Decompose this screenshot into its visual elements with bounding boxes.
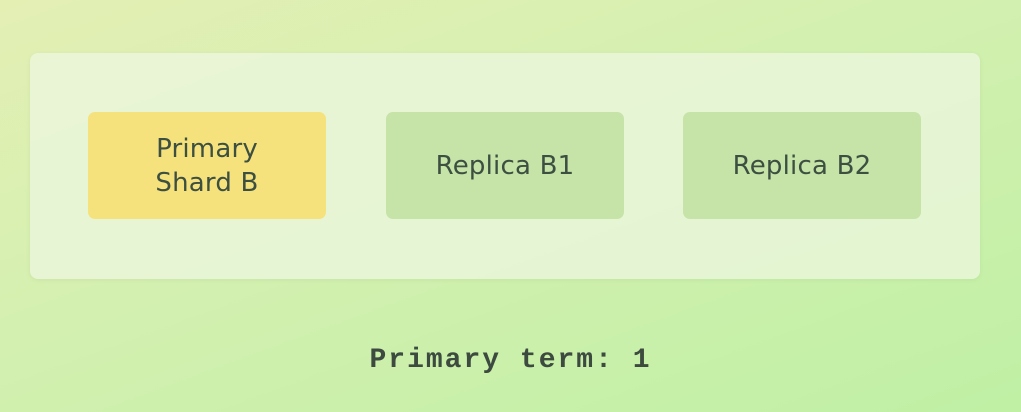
replica-b2: Replica B2 (683, 112, 921, 219)
primary-shard-label: Primary Shard B (155, 133, 259, 198)
primary-shard-b: Primary Shard B (88, 112, 326, 219)
replica-b1-label: Replica B1 (435, 150, 575, 181)
shard-group-panel: Primary Shard B Replica B1 Replica B2 (30, 53, 980, 279)
primary-term-readout: Primary term: 1 (369, 345, 652, 376)
replica-b1: Replica B1 (386, 112, 624, 219)
replica-b2-label: Replica B2 (732, 150, 872, 181)
